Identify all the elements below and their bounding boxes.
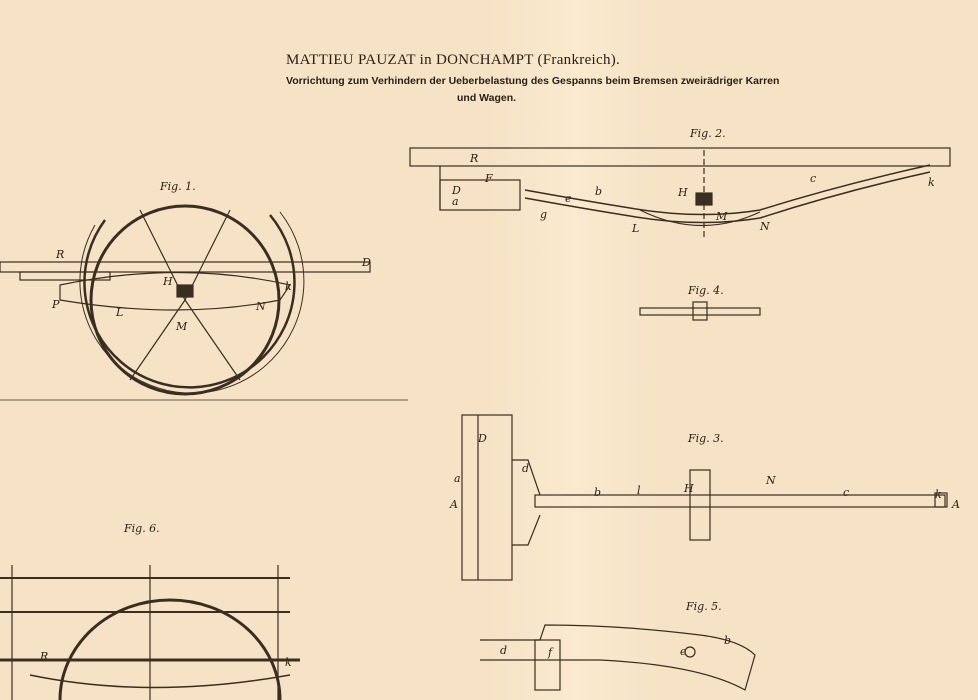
patent-subtitle-cont: und Wagen. [457, 92, 517, 104]
patent-subtitle: Vorrichtung zum Verhindern der Ueberbela… [286, 75, 780, 87]
fig3-label: l [637, 484, 641, 497]
fig2-label: M [716, 210, 728, 223]
fig3-label: c [843, 486, 850, 499]
fig3-label: a [454, 472, 461, 485]
fig2-caption: Fig. 2. [690, 127, 726, 140]
fig3-caption: Fig. 3. [688, 432, 724, 445]
fig2-drawing [409, 147, 951, 240]
fig1-caption: Fig. 1. [160, 180, 196, 193]
fig1-label: H [163, 275, 173, 288]
fig3-label: N [766, 474, 776, 487]
fig2-label: F [485, 172, 493, 185]
fig5-label: d [500, 644, 508, 657]
fig5-drawing [480, 624, 756, 691]
fig3-drawing [461, 414, 948, 581]
fig2-label: k [928, 176, 935, 189]
fig2-label: c [810, 172, 817, 185]
fig2-label: N [760, 220, 770, 233]
fig2-label: g [540, 208, 548, 221]
fig2-label: e [565, 192, 572, 205]
page-fold [490, 0, 660, 700]
fig5-label: e [680, 645, 687, 658]
fig3-label: D [478, 432, 487, 445]
fig2-label: a [452, 195, 459, 208]
fig2-label: D [452, 184, 461, 197]
fig3-label: A [952, 498, 960, 511]
fig4-caption: Fig. 4. [688, 284, 724, 297]
fig6-label: R [40, 650, 49, 663]
fig2-label: b [595, 185, 603, 198]
fig3-label: b [594, 486, 602, 499]
fig2-label: H [678, 186, 688, 199]
fig1-label: R [56, 248, 65, 261]
fig3-label: A [450, 498, 458, 511]
fig6-caption: Fig. 6. [124, 522, 160, 535]
fig5-caption: Fig. 5. [686, 600, 722, 613]
fig2-label: R [470, 152, 479, 165]
fig6-drawing [0, 565, 300, 700]
fig1-label: M [176, 320, 188, 333]
fig1-label: L [116, 306, 124, 319]
fig4-drawing [639, 301, 761, 321]
fig1-label: N [256, 300, 266, 313]
fig2-label: L [632, 222, 640, 235]
fig5-label: f [548, 646, 553, 659]
fig3-label: d [522, 462, 530, 475]
fig6-label: k [285, 656, 292, 669]
patent-title: MATTIEU PAUZAT in DONCHAMPT (Frankreich)… [286, 52, 621, 68]
fig1-label: P [52, 298, 60, 311]
fig1-drawing [0, 204, 408, 401]
fig3-label: H [684, 482, 694, 495]
